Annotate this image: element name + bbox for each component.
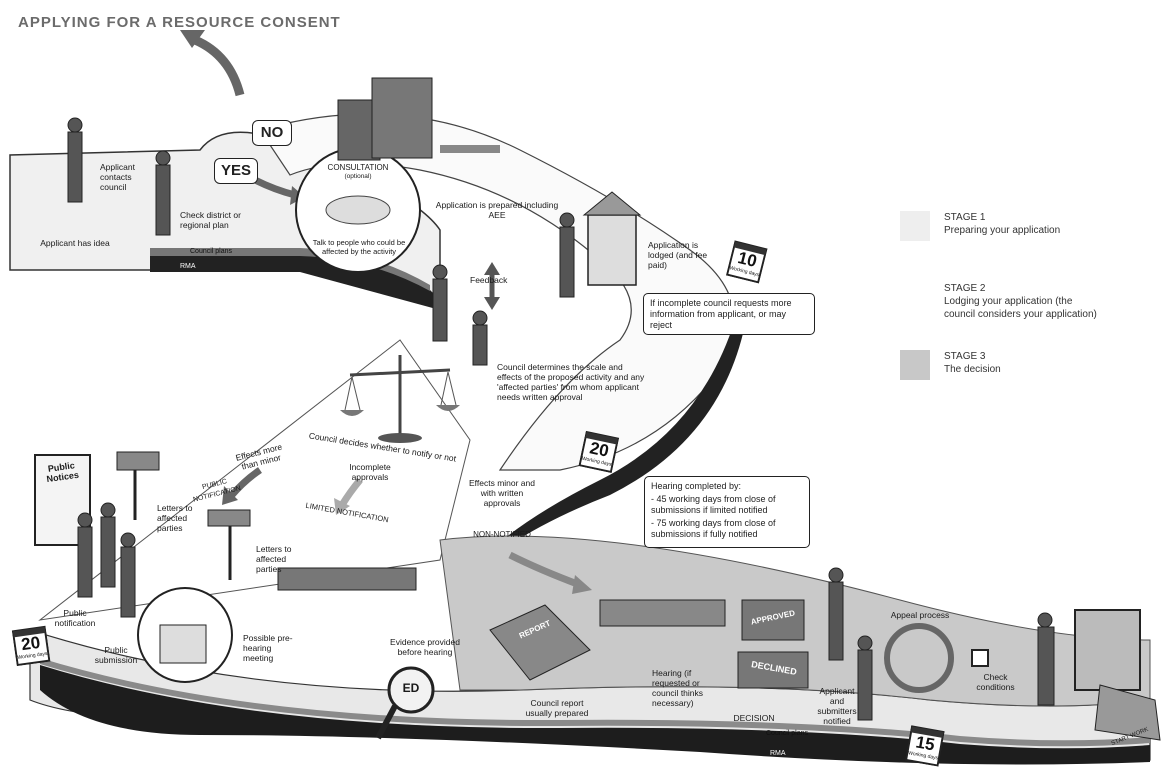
- legend-swatch-stage-3: [900, 350, 930, 380]
- hearing-box-line1: - 45 working days from close of submissi…: [651, 494, 776, 515]
- branch-incomplete-approvals: Incomplete approvals: [349, 462, 391, 482]
- step-application-prepared: Application is prepared including AEE: [435, 200, 559, 220]
- calendar-20-days-mid: 20 Working days: [578, 429, 620, 474]
- step-council-determines: Council determines the scale and effects…: [497, 362, 645, 402]
- step-public-notification: Public notification: [54, 608, 96, 628]
- legend-desc: The decision: [944, 364, 1001, 375]
- hearing-deadline-box: Hearing completed by: - 45 working days …: [644, 476, 810, 548]
- step-application-lodged: Application is lodged (and fee paid): [648, 240, 708, 270]
- step-council-report: Council report usually prepared: [525, 698, 589, 718]
- step-public-submission: Public submission: [94, 645, 138, 665]
- legend-entry-stage-3: STAGE 3 The decision: [944, 350, 1104, 376]
- legend-desc: Lodging your application (the council co…: [944, 296, 1097, 320]
- calendar-15-days: 15 Working days: [904, 723, 945, 767]
- step-letters-public: Letters to affected parties: [157, 503, 193, 533]
- legend-label: STAGE 2: [944, 283, 986, 294]
- arrow-non-notified: NON-NOTIFIED: [473, 530, 531, 539]
- step-appeal: Appeal process: [890, 610, 950, 620]
- road-council-plans-top: Council plans: [190, 248, 233, 255]
- step-hearing: Hearing (if requested or council thinks …: [652, 668, 704, 708]
- step-notified: Applicant and submitters notified: [817, 686, 857, 726]
- page-title: APPLYING FOR A RESOURCE CONSENT: [18, 14, 341, 31]
- road-rma-top: RMA: [180, 263, 196, 270]
- hearing-box-title: Hearing completed by:: [651, 481, 742, 491]
- legend-label: STAGE 1: [944, 212, 986, 223]
- legend-entry-stage-2: STAGE 2 Lodging your application (the co…: [944, 282, 1104, 321]
- hearing-box-line2: - 75 working days from close of submissi…: [651, 518, 776, 539]
- step-letters-limited: Letters to affected parties: [256, 544, 292, 574]
- step-applicant-contacts: Applicant contacts council: [100, 162, 135, 192]
- magnifier-text: ED: [402, 681, 420, 695]
- legend-desc: Preparing your application: [944, 225, 1061, 236]
- legend-swatch-stage-1: [900, 211, 930, 241]
- step-applicant-idea: Applicant has idea: [40, 238, 110, 248]
- legend-entry-stage-1: STAGE 1 Preparing your application: [944, 211, 1104, 237]
- consultation-note: Talk to people who could be affected by …: [312, 238, 406, 256]
- decision-no-box: NO: [252, 120, 292, 146]
- step-decision: DECISION: [733, 713, 775, 723]
- road-rma-bottom: RMA: [770, 750, 786, 757]
- road-council-plans-bottom: Council plans: [766, 730, 809, 737]
- calendar-20-days-left: 20 Working days: [11, 624, 51, 667]
- consultation-title: CONSULTATION: [327, 163, 389, 172]
- step-check-conditions: Check conditions: [976, 672, 1015, 692]
- step-feedback: Feedback: [470, 275, 508, 285]
- legend-swatch-stage-2: [900, 282, 930, 312]
- step-evidence: Evidence provided before hearing: [390, 637, 460, 657]
- decision-yes-box: YES: [214, 158, 258, 184]
- legend-label: STAGE 3: [944, 351, 986, 362]
- step-pre-hearing: Possible pre-hearing meeting: [243, 633, 293, 663]
- branch-effects-minor: Effects minor and with written approvals: [469, 478, 535, 508]
- calendar-10-days: 10 Working days: [725, 238, 768, 284]
- consultation-subtitle: (optional): [344, 173, 372, 180]
- step-check-plan: Check district or regional plan: [180, 210, 241, 230]
- incomplete-info-box: If incomplete council requests more info…: [643, 293, 815, 335]
